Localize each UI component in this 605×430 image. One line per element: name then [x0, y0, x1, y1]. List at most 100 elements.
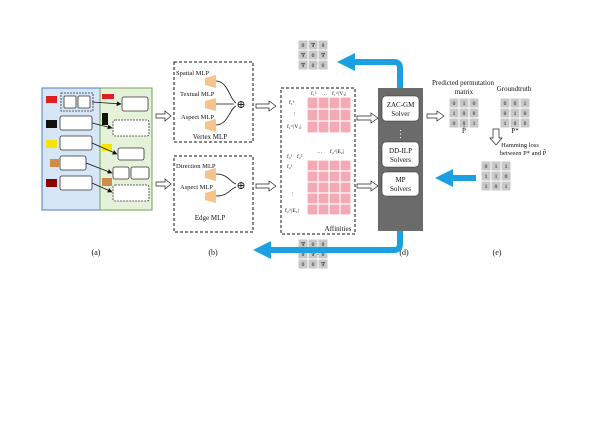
gradient-bottom-cell [308, 259, 318, 269]
loss-cell [501, 181, 511, 191]
affinity-bottom-cell [340, 182, 351, 193]
groundtruth-symbol: P* [511, 127, 519, 135]
left-node [59, 155, 87, 171]
right-node [112, 119, 150, 137]
mp-solvers-label: Solvers [390, 185, 411, 193]
right-node [112, 184, 150, 202]
orange-tag [50, 159, 59, 167]
affinity-top-header: f₁² [311, 90, 317, 97]
zac-gm-solver-label: ZAC-GM [387, 101, 415, 109]
panel-label-d: (d) [399, 248, 409, 257]
groundtruth-cell [500, 108, 510, 118]
affinity-bottom-cell [329, 193, 340, 204]
groundtruth-cell [510, 108, 520, 118]
gradient-top-cell [298, 40, 308, 50]
gradient-top-cell [308, 50, 318, 60]
yellow-tag-right [102, 144, 112, 151]
gradient-top-value: 0 [322, 63, 325, 69]
affinity-bottom-header: f₂¹ [287, 153, 293, 160]
predicted-cell [459, 118, 469, 128]
gradient-top-cell [298, 60, 308, 70]
affinity-bottom-cell [340, 193, 351, 204]
gradient-top-cell [318, 60, 328, 70]
predicted-title: Predicted permutation [432, 79, 495, 87]
affinity-bottom-cell [329, 182, 340, 193]
hollow-arrow-a-b-bottom [155, 178, 172, 190]
affinity-bottom-cell [329, 160, 340, 171]
affinity-bottom-cell [318, 193, 329, 204]
predicted-value: 1 [473, 121, 476, 127]
direction-mlp-label: Direction MLP [176, 163, 216, 170]
loss-cell [491, 171, 501, 181]
gradient-bottom-value: ∇ [301, 242, 305, 248]
affinity-bottom-header: … [317, 149, 323, 155]
affinity-top-header: … [322, 91, 328, 97]
groundtruth-cell [520, 118, 530, 128]
predicted-cell [449, 98, 459, 108]
affinity-top-cell [340, 109, 351, 121]
orange-tag-right [102, 178, 112, 186]
predicted-cell [469, 118, 479, 128]
affinity-top-grid [307, 97, 351, 133]
gradient-top-value: 0 [312, 63, 315, 69]
right-node [117, 147, 145, 161]
affinity-top-cell [340, 97, 351, 109]
gradient-bottom-value: 0 [322, 242, 325, 248]
black-tag-right [102, 113, 108, 125]
red-tag-right [102, 94, 114, 99]
gradient-bottom-cell [308, 249, 318, 259]
loss-value: 1 [485, 184, 488, 190]
loss-value: 1 [505, 164, 508, 170]
loss-cell [501, 161, 511, 171]
affinity-top-row: f₁¹ [289, 99, 295, 106]
link-arrow [91, 101, 122, 107]
groundtruth-value: 0 [514, 121, 517, 127]
affinity-bottom-cell [307, 171, 318, 182]
predicted-symbol: P̂ [462, 127, 466, 135]
groundtruth-cell [500, 118, 510, 128]
solver-dots: ⋮ [396, 129, 406, 140]
red-tag [46, 96, 57, 103]
edge-plus-icon: ⊕ [236, 180, 245, 192]
affinity-top-cell [318, 121, 329, 133]
mp-solvers [381, 171, 420, 197]
gradient-bottom-value: 0 [312, 262, 315, 268]
merge-curve [215, 80, 237, 104]
gradient-top-value: ∇ [301, 63, 305, 69]
spatial-mlp-label: Spatial MLP [176, 70, 209, 77]
mp-solvers-label: MP [395, 176, 405, 184]
edge-merge-curve [215, 173, 237, 185]
loss-value: 1 [495, 164, 498, 170]
gradient-bottom-value: 0 [322, 252, 325, 258]
right-node [112, 166, 130, 180]
panel-label-e: (e) [493, 248, 502, 257]
vertex-plus-icon: ⊕ [236, 99, 245, 111]
link-arrow [91, 182, 113, 193]
predicted-value: 0 [463, 121, 466, 127]
zac-gm-solver-label: Solver [391, 110, 410, 118]
left-node [63, 95, 77, 109]
edge-mlp-block: Direction MLP Aspect MLP ⊕ Edge MLP [173, 155, 254, 233]
left-node [59, 115, 93, 131]
groundtruth-cell [500, 98, 510, 108]
affinity-bottom-cell [329, 204, 340, 215]
affinity-top-header: f₁^|V₂| [332, 90, 346, 97]
vertex-mlp-block: Spatial MLP Textual MLP Aspect MLP ⊕ Ver… [173, 61, 254, 143]
predicted-value: 0 [473, 101, 476, 107]
darkred-tag [46, 179, 57, 187]
dd-ilp-solvers-label: DD-ILP [389, 147, 412, 155]
hollow-arrow-a-b-top [155, 110, 172, 122]
aspect-mlp-label: Aspect MLP [181, 114, 214, 121]
loss-cell [481, 181, 491, 191]
edge-merge-curve [215, 186, 237, 197]
gradient-bottom-value: 0 [302, 252, 305, 258]
aspect-mlp-shape [205, 119, 216, 132]
affinity-bottom-header: f₂² [297, 153, 303, 160]
gradient-top-cell [318, 40, 328, 50]
affinity-bottom-cell [318, 182, 329, 193]
link-arrow [91, 142, 118, 155]
hollow-arrow-d-e [426, 110, 445, 122]
